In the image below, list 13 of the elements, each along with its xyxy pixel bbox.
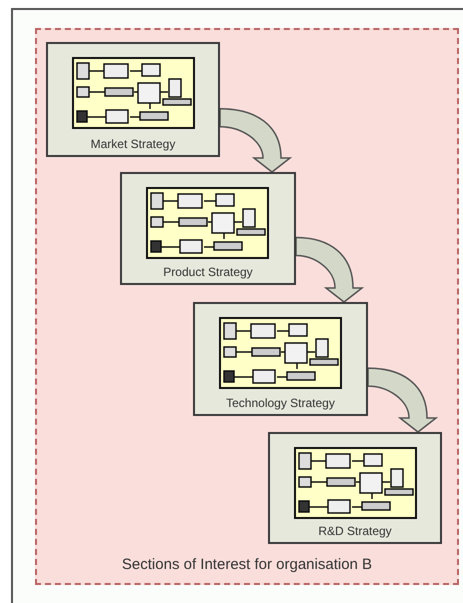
curved-arrow bbox=[367, 367, 437, 433]
card-label: Market Strategy bbox=[90, 137, 176, 151]
strategy-card bbox=[120, 172, 296, 285]
curved-arrow bbox=[295, 236, 363, 303]
card-label: R&D Strategy bbox=[318, 524, 392, 538]
card-label: Product Strategy bbox=[163, 265, 253, 279]
strategy-card bbox=[46, 42, 220, 157]
region-title: Sections of Interest for organisation B bbox=[122, 556, 372, 573]
strategy-card bbox=[268, 432, 442, 544]
card-label: Technology Strategy bbox=[226, 396, 335, 410]
curved-arrow bbox=[219, 108, 291, 173]
strategy-card bbox=[193, 302, 368, 416]
dashed-region bbox=[35, 28, 459, 585]
